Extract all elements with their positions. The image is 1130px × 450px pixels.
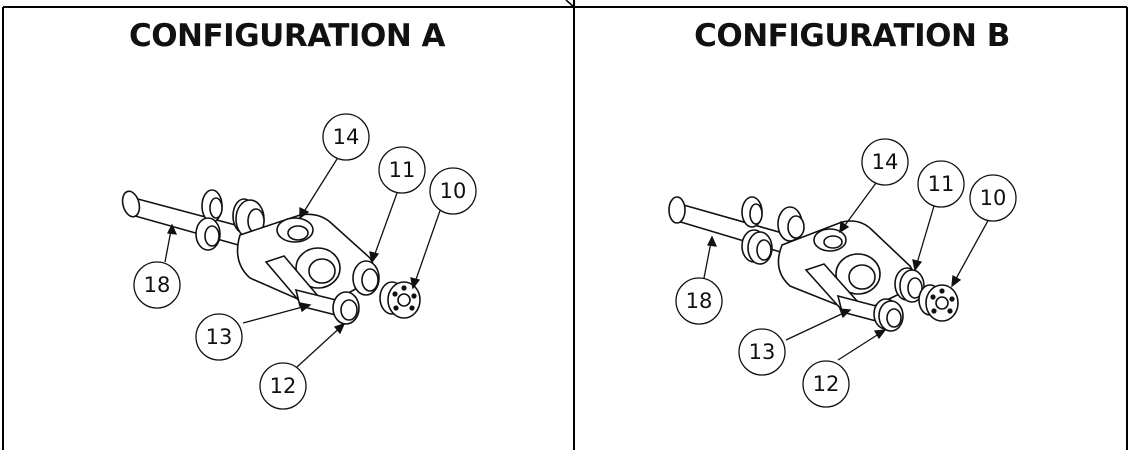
leader-12 <box>296 323 345 368</box>
callout-13-circle <box>738 328 786 376</box>
arrowhead-18 <box>167 223 178 235</box>
callout-18-label: 18 <box>686 289 713 313</box>
callout-10-label: 10 <box>440 179 467 203</box>
configuration-b-title: CONFIGURATION B <box>694 18 1010 54</box>
callout-14-circle <box>322 113 370 161</box>
end-cap-10-part <box>918 284 959 322</box>
callout-12-label: 12 <box>270 374 297 398</box>
leader-14 <box>299 158 338 219</box>
arrowhead-11 <box>369 251 380 264</box>
callout-18-circle <box>675 277 723 325</box>
callout-12-label: 12 <box>813 372 840 396</box>
arrowhead-12 <box>333 322 346 335</box>
shaft-pin-part <box>121 190 264 251</box>
leader-13 <box>785 309 851 341</box>
configuration-a-panel: CONFIGURATION A <box>121 18 477 410</box>
callout-14-circle <box>861 138 909 186</box>
arrowhead-11 <box>912 259 923 272</box>
configuration-b-drawing: 14 11 10 18 13 12 <box>668 138 1017 408</box>
left-spacer-stack <box>195 189 265 251</box>
leader-13 <box>242 304 311 324</box>
arrowhead-18 <box>707 235 718 247</box>
configuration-a-drawing: 14 11 10 18 13 12 <box>121 113 477 410</box>
arrowhead-14 <box>839 220 850 234</box>
callout-13-label: 13 <box>206 325 233 349</box>
washer-12-part <box>332 291 360 325</box>
leader-10 <box>412 204 443 289</box>
configuration-b-panel: CONFIGURATION B <box>574 0 1130 450</box>
main-housing-part <box>236 213 375 318</box>
callout-10-label: 10 <box>980 186 1007 210</box>
callout-11-circle <box>378 146 426 194</box>
leader-11 <box>914 205 935 271</box>
callout-10-circle <box>429 167 477 215</box>
callout-12-circle <box>259 362 307 410</box>
washer-11-part <box>352 260 380 296</box>
callout-11-label: 11 <box>389 158 416 182</box>
callout-12-circle <box>802 360 850 408</box>
callout-11-label: 11 <box>928 172 955 196</box>
configuration-a-title: CONFIGURATION A <box>128 18 446 54</box>
callout-10-circle <box>969 174 1017 222</box>
arrowhead-10 <box>951 274 962 288</box>
washer-12-part <box>873 298 904 332</box>
callout-18-circle <box>133 261 181 309</box>
callout-14-label: 14 <box>333 125 360 149</box>
leader-10 <box>951 216 991 287</box>
arrowhead-13 <box>299 302 312 313</box>
left-spacer-stack <box>741 196 805 265</box>
leader-11 <box>371 192 398 263</box>
leader-14 <box>839 182 877 233</box>
arrowhead-14 <box>299 206 310 220</box>
callout-13-label: 13 <box>749 340 776 364</box>
arrowhead-10 <box>410 277 421 290</box>
callout-14-label: 14 <box>872 150 899 174</box>
end-cap-10-part <box>379 281 421 319</box>
callout-13-circle <box>195 313 243 361</box>
arrowhead-13 <box>839 308 852 319</box>
callout-18-label: 18 <box>144 273 171 297</box>
washer-11-part <box>894 267 925 303</box>
arrowhead-12 <box>873 329 887 340</box>
callout-11-circle <box>917 160 965 208</box>
